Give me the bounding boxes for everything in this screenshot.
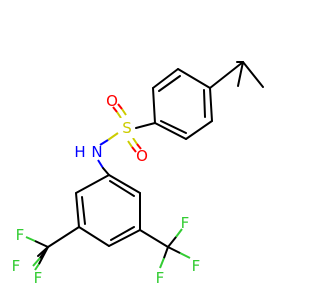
bond-s-o-top-b1	[121, 108, 127, 116]
bond-s-o-top-a2	[112, 106, 118, 113]
atom-f1: F	[16, 226, 25, 244]
bond-s-o-bot-a2	[136, 143, 142, 150]
atom-h: H	[74, 143, 85, 161]
bond-n-ring-1	[97, 159, 104, 169]
bond-s-o-bot-b2	[131, 146, 137, 153]
ring2-bond-a	[75, 174, 110, 194]
bond-ring-s	[135, 122, 156, 129]
trifluoromethyl-right	[139, 228, 191, 269]
bond-c-f5-b	[179, 252, 191, 259]
ring2-double-1	[81, 196, 86, 225]
s-bg	[119, 118, 135, 138]
bond-c-f5-a	[167, 246, 181, 254]
isopropyl-group	[209, 61, 264, 89]
bond-s-o-top-b2	[117, 103, 123, 110]
bond-c-f6-a	[163, 246, 169, 259]
bond-ring-cf3-right	[139, 229, 169, 248]
ring1-double-3	[203, 89, 206, 118]
ring1-bond-c	[152, 87, 156, 124]
bond-s-o-bot-a1	[132, 137, 138, 145]
bond-ch-methyl2	[242, 61, 264, 88]
benzene-ring-lower	[75, 174, 141, 247]
atom-o-bottom: O	[136, 147, 148, 165]
bond-c-f3-a	[38, 246, 49, 265]
ring1-bond-f	[209, 87, 213, 122]
bond-n-ring-2	[102, 167, 110, 176]
bond-c-f4-a	[167, 236, 177, 248]
bond-c-f6-b	[159, 257, 165, 269]
ring1-bond-a	[177, 68, 211, 89]
atom-n: N	[91, 143, 102, 161]
ring1-bond-e	[185, 120, 213, 140]
ring1-bond-d	[154, 122, 187, 140]
ring1-bond-b	[152, 68, 179, 89]
bond-c-f4-b	[175, 228, 183, 238]
atom-labels: S O O N H F F F F F F	[12, 92, 201, 287]
atom-o-top: O	[106, 92, 118, 110]
atom-f6: F	[156, 269, 165, 287]
bond-s-n-2	[99, 139, 109, 146]
atom-s: S	[122, 119, 132, 137]
bond-c-f2-b	[25, 236, 36, 242]
atom-f5: F	[192, 257, 201, 275]
amine-linkage	[97, 159, 110, 176]
ring1-double-1	[158, 75, 181, 92]
molecule-structure: S O O N H F F F F F F	[12, 61, 264, 287]
bond-ring-cf3-left	[47, 226, 80, 248]
atom-f3: F	[34, 269, 43, 287]
ring1-double-2	[160, 120, 187, 134]
atom-f2: F	[12, 257, 21, 275]
bond-s-n-1	[107, 132, 119, 141]
benzene-ring-upper	[152, 68, 213, 140]
bond-ch-ring	[209, 61, 244, 89]
sulfonyl-group	[99, 103, 156, 153]
ring2-bond-c	[78, 226, 110, 247]
atom-f4: F	[181, 214, 190, 232]
ring2-bond-d	[108, 229, 141, 247]
ring2-bond-b	[75, 192, 80, 228]
bond-c-f3-b	[34, 263, 40, 271]
ring2-double-2	[110, 226, 135, 241]
bond-ch-methyl1	[237, 61, 244, 87]
trifluoromethyl-left	[25, 226, 80, 271]
bond-c-f2-a	[34, 240, 49, 248]
bond-c-f1-b	[32, 257, 41, 267]
ring2-double-3	[109, 180, 135, 197]
bond-s-o-bot-b1	[127, 140, 133, 148]
ring2-bond-f	[108, 174, 141, 194]
bond-s-o-top-a1	[116, 111, 122, 119]
